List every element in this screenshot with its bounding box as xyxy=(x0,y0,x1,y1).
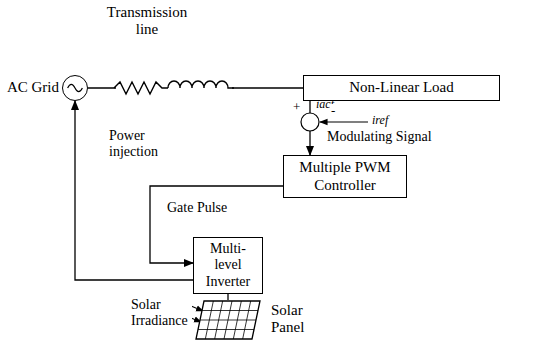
sign-label: + xyxy=(292,100,301,115)
box-label: Multi-level Inverter xyxy=(197,241,259,289)
node-heading: AC Grid xyxy=(7,79,59,96)
sine-symbol xyxy=(63,76,87,100)
inverter-box: Multi-level Inverter xyxy=(193,237,263,294)
sign-label: - xyxy=(330,104,336,119)
signal-name: iref xyxy=(371,114,389,128)
input-label: Solar Irradiance xyxy=(130,297,192,329)
edge-label: Modulating Signal xyxy=(326,129,433,145)
reference-wire xyxy=(320,121,368,122)
controller-box: Multiple PWM Controller xyxy=(283,155,407,198)
resistor-symbol xyxy=(114,82,168,94)
irradiance-arrow xyxy=(191,306,203,311)
edge-label: Gate Pulse xyxy=(166,200,228,216)
box-label: Non-Linear Load xyxy=(349,79,454,96)
inductor-symbol xyxy=(168,81,234,88)
ac-source: AC Grid xyxy=(62,75,88,101)
solar-panel: Solar Panel xyxy=(195,300,261,340)
node-heading: Solar Panel xyxy=(271,302,323,337)
edge-label: Power injection xyxy=(108,128,174,160)
line-label: Transmission line xyxy=(96,4,198,39)
panel-cells xyxy=(195,300,261,340)
connector xyxy=(227,294,228,300)
summing-junction xyxy=(301,113,319,131)
connector xyxy=(75,101,193,280)
box-label: Multiple PWM Controller xyxy=(287,159,403,194)
